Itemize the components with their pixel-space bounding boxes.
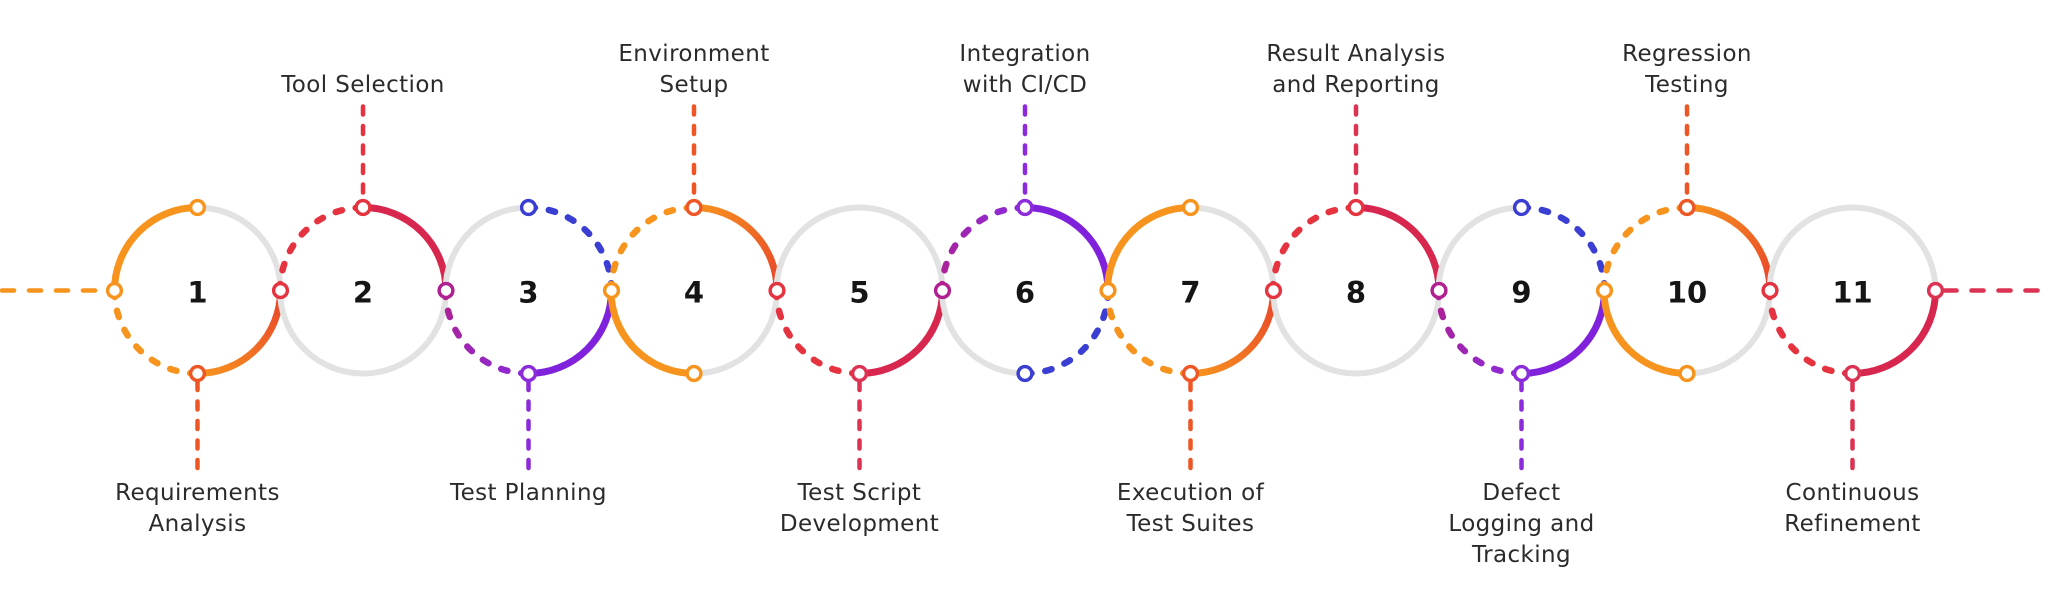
junction-node-6 — [1099, 281, 1117, 300]
step-11-ring-TL — [1766, 204, 1853, 291]
junction-node-3 — [602, 281, 621, 300]
step-2-node-T — [354, 198, 372, 217]
step-10-node-T — [1678, 198, 1696, 217]
step-9-arc-TR — [1518, 204, 1608, 294]
step-7-arc-BL — [1104, 287, 1194, 377]
step-7-node-B — [1181, 364, 1200, 383]
junction-node-1 — [271, 281, 290, 300]
step-2-label: Tool Selection — [281, 72, 445, 98]
step-9-node-T — [1512, 198, 1531, 217]
step-3-number: 3 — [518, 276, 538, 310]
step-4-node-T — [685, 198, 703, 217]
step-3-node-B — [519, 364, 538, 383]
step-10-label: Regression Testing — [1622, 41, 1752, 98]
junction-node-5 — [933, 281, 952, 300]
junction-node-8 — [1430, 281, 1448, 300]
step-7-number: 7 — [1180, 276, 1200, 310]
step-10-arc-BL — [1600, 290, 1688, 377]
step-11-node-B — [1843, 364, 1862, 383]
step-7-ring-TR — [1190, 204, 1277, 291]
step-3-ring-TL — [442, 204, 529, 291]
step-5-ring-TR — [859, 204, 946, 291]
step-1-arc-BR — [197, 290, 284, 377]
step-11-ring-TR — [1852, 204, 1939, 291]
step-11-arc-BR — [1852, 290, 1939, 377]
step-2-ring-BR — [362, 290, 449, 377]
step-6-arc-TL — [938, 204, 1029, 294]
step-11-arc-BL — [1766, 287, 1856, 377]
step-4-node-B — [685, 364, 703, 383]
step-1-node-L — [105, 281, 124, 300]
step-1-arc-TL — [111, 204, 198, 291]
step-4-arc-TL — [607, 204, 698, 294]
step-7-node-T — [1181, 198, 1200, 217]
step-6-label: Integration with CI/CD — [959, 41, 1091, 98]
step-1-ring-TR — [197, 204, 284, 291]
junction-node-10 — [1761, 281, 1779, 300]
step-1-arc-BL — [111, 287, 201, 377]
step-8-ring-BL — [1270, 290, 1357, 377]
step-9-number: 9 — [1511, 276, 1531, 310]
step-5-arc-BL — [773, 287, 863, 377]
step-4-number: 4 — [684, 276, 704, 310]
step-6-number: 6 — [1015, 276, 1035, 310]
step-8-node-T — [1347, 198, 1365, 217]
step-7-label: Execution of Test Suites — [1116, 480, 1265, 537]
step-5-ring-TL — [773, 204, 860, 291]
step-8-arc-TR — [1355, 204, 1443, 291]
step-7-arc-TL — [1104, 204, 1191, 291]
step-8-ring-BR — [1355, 290, 1442, 377]
step-9-label: Defect Logging and Tracking — [1448, 480, 1595, 568]
step-5-node-B — [850, 364, 869, 383]
step-2-arc-TL — [276, 204, 367, 294]
step-4-arc-BL — [607, 290, 695, 377]
junction-node-2 — [437, 281, 455, 300]
step-3-node-T — [519, 198, 538, 217]
step-2-ring-BL — [277, 290, 364, 377]
step-6-arc-TR — [1024, 204, 1112, 291]
step-10-node-B — [1678, 364, 1696, 383]
step-6-node-T — [1016, 198, 1034, 217]
step-1-node-B — [188, 364, 207, 383]
step-10-number: 10 — [1667, 276, 1707, 310]
step-8-arc-TL — [1269, 204, 1360, 294]
step-3-arc-BR — [528, 290, 615, 377]
step-6-arc-BR — [1021, 287, 1112, 377]
step-1-label: Requirements Analysis — [115, 480, 280, 537]
step-1-number: 1 — [187, 276, 207, 310]
step-9-ring-TL — [1435, 204, 1522, 291]
step-3-arc-TR — [525, 204, 615, 294]
junction-node-4 — [768, 281, 786, 300]
step-9-arc-BR — [1521, 290, 1608, 377]
step-8-label: Result Analysis and Reporting — [1266, 41, 1446, 98]
junction-node-11 — [1926, 281, 1945, 300]
step-2-number: 2 — [353, 276, 373, 310]
step-6-ring-BL — [939, 290, 1026, 377]
step-11-label: Continuous Refinement — [1784, 480, 1921, 537]
step-9-arc-BL — [1435, 287, 1525, 377]
step-7-arc-BR — [1190, 290, 1277, 377]
step-1-node-T — [188, 198, 207, 217]
step-6-node-B — [1016, 364, 1034, 383]
step-4-arc-TR — [693, 204, 781, 291]
step-5-label: Test Script Development — [779, 480, 940, 537]
step-10-arc-TL — [1600, 204, 1691, 294]
step-2-arc-TR — [362, 204, 450, 291]
step-4-label: Environment Setup — [618, 41, 770, 98]
step-3-arc-BL — [442, 287, 532, 377]
step-5-number: 5 — [849, 276, 869, 310]
step-11-number: 11 — [1832, 276, 1872, 310]
junction-node-9 — [1595, 281, 1614, 300]
step-3-label: Test Planning — [450, 480, 607, 506]
step-10-ring-BR — [1686, 290, 1773, 377]
step-4-ring-BR — [693, 290, 780, 377]
junction-node-7 — [1264, 281, 1283, 300]
step-9-node-B — [1512, 364, 1531, 383]
step-5-arc-BR — [859, 290, 946, 377]
step-8-number: 8 — [1346, 276, 1366, 310]
